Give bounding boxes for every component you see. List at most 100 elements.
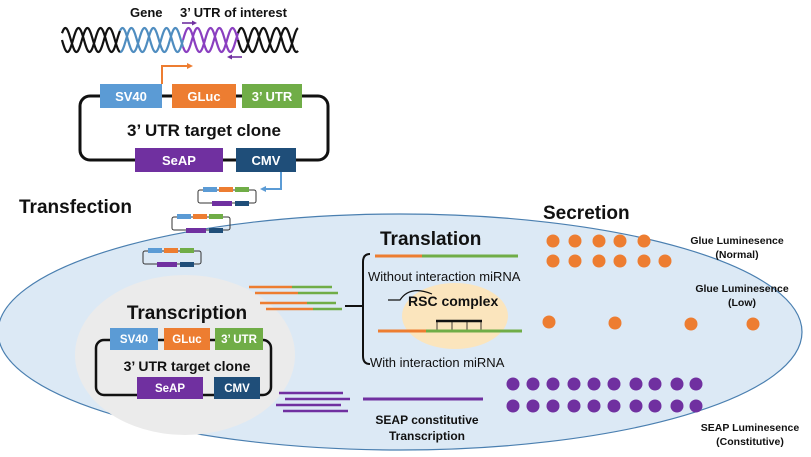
seap-box: SeAP <box>135 148 223 172</box>
gluc-protein-dot <box>568 254 582 268</box>
glue-normal-label-line2: (Normal) <box>715 249 758 261</box>
dna-segment-3utr <box>181 26 240 54</box>
svg-text:SV40: SV40 <box>120 334 148 346</box>
cmv-promoter-box: CMV <box>236 148 296 172</box>
gluc-box <box>193 214 207 219</box>
with-interaction-label: With interaction miRNA <box>370 355 505 370</box>
seap-protein-dot <box>689 377 703 391</box>
stage-transfection: Transfection <box>19 197 132 218</box>
svg-text:SeAP: SeAP <box>162 153 196 168</box>
cmv-box <box>209 228 223 233</box>
cmv-box <box>235 201 249 206</box>
svg-text:SV40: SV40 <box>115 89 147 104</box>
utr-box <box>180 248 194 253</box>
plasmid-title: 3’ UTR target clone <box>124 358 251 374</box>
seap-protein-dot <box>506 399 520 413</box>
seap-transcription-line1: SEAP constitutive <box>375 413 478 427</box>
seap-box <box>186 228 206 233</box>
seap-protein-dot <box>629 377 643 391</box>
gluc-protein-dot <box>592 254 606 268</box>
seap-protein-dot <box>546 399 560 413</box>
gluc-box: GLuc <box>172 84 236 108</box>
small-plasmid <box>142 248 202 267</box>
gluc-box: GLuc <box>164 328 210 350</box>
gluc-protein-dot <box>658 254 672 268</box>
gluc-box <box>219 187 233 192</box>
mirna-strand <box>388 290 433 301</box>
gluc-protein-dot <box>684 317 698 331</box>
seap-box <box>212 201 232 206</box>
cmv-box <box>180 262 194 267</box>
svg-text:GLuc: GLuc <box>187 89 220 104</box>
seap-protein-dot <box>567 399 581 413</box>
utr-of-interest-label: 3’ UTR of interest <box>180 5 288 20</box>
seap-protein-dot <box>526 399 540 413</box>
reverse-primer-arrow <box>227 54 242 60</box>
seap-luminescence-label-line2: (Constitutive) <box>716 436 784 448</box>
sv40-box <box>148 248 162 253</box>
seap-protein-dot <box>546 377 560 391</box>
dna-segment-gene <box>119 26 185 54</box>
seap-protein-dot <box>607 377 621 391</box>
seap-protein-dot <box>567 377 581 391</box>
seap-box: SeAP <box>137 377 203 399</box>
glue-low-label-line1: Glue Luminesence <box>695 283 789 295</box>
gluc-protein-dot <box>613 254 627 268</box>
sv40-promoter-box: SV40 <box>100 84 162 108</box>
seap-protein-dot <box>648 377 662 391</box>
svg-text:3’ UTR: 3’ UTR <box>221 334 257 346</box>
utr-box: 3’ UTR <box>242 84 302 108</box>
stage-translation: Translation <box>380 229 481 250</box>
seap-protein-dot <box>629 399 643 413</box>
small-plasmid <box>197 187 257 206</box>
gluc-protein-dot <box>568 234 582 248</box>
dna-segment-flanking-left <box>60 26 122 54</box>
nucleus <box>75 275 295 435</box>
sv40-promoter-box: SV40 <box>110 328 158 350</box>
cmv-promoter-box: CMV <box>214 377 260 399</box>
dna-segment-flanking-right <box>236 26 299 54</box>
glue-low-label-line2: (Low) <box>728 297 756 309</box>
gluc-protein-dot <box>637 254 651 268</box>
translation-bracket <box>345 253 371 365</box>
gluc-protein-dot <box>592 234 606 248</box>
plasmid-title: 3’ UTR target clone <box>127 121 281 140</box>
sv40-box <box>177 214 191 219</box>
dna-helix <box>60 26 299 54</box>
svg-text:CMV: CMV <box>252 153 281 168</box>
seap-mrna-strands <box>276 391 350 413</box>
svg-text:GLuc: GLuc <box>172 334 202 346</box>
gluc-protein-dot <box>546 254 560 268</box>
seap-protein-dot <box>670 399 684 413</box>
svg-text:3’ UTR: 3’ UTR <box>252 89 293 104</box>
seap-box <box>157 262 177 267</box>
seap-protein-dot <box>607 399 621 413</box>
plasmid-nucleus: SV40 GLuc 3’ UTR 3’ UTR target clone SeA… <box>94 328 273 399</box>
forward-primer-arrow <box>182 20 197 26</box>
seap-protein-dot <box>526 377 540 391</box>
gluc-mrna-strands <box>249 285 342 311</box>
utr-box: 3’ UTR <box>215 328 263 350</box>
svg-text:SeAP: SeAP <box>155 383 185 395</box>
seap-luminescence-label-line1: SEAP Luminesence <box>701 422 800 434</box>
plasmid-top: SV40 GLuc 3’ UTR 3’ UTR target clone SeA… <box>78 63 330 192</box>
small-plasmid <box>171 214 231 233</box>
stage-secretion: Secretion <box>543 203 630 224</box>
utr-box <box>235 187 249 192</box>
svg-text:CMV: CMV <box>224 383 250 395</box>
stage-transcription: Transcription <box>127 303 247 324</box>
rsc-complex-label: RSC complex <box>408 293 498 309</box>
gluc-protein-dot <box>637 234 651 248</box>
transfected-plasmids <box>142 187 257 267</box>
without-interaction-label: Without interaction miRNA <box>368 269 521 284</box>
sv40-transcription-arrow <box>161 63 193 84</box>
glue-normal-label-line1: Glue Luminesence <box>690 235 784 247</box>
gluc-protein-dot <box>546 234 560 248</box>
gluc-protein-dot <box>542 315 556 329</box>
cmv-transcription-arrow <box>260 172 282 192</box>
seap-protein-dot <box>648 399 662 413</box>
gluc-box <box>164 248 178 253</box>
seap-protein-dot <box>689 399 703 413</box>
seap-dots <box>506 377 703 413</box>
